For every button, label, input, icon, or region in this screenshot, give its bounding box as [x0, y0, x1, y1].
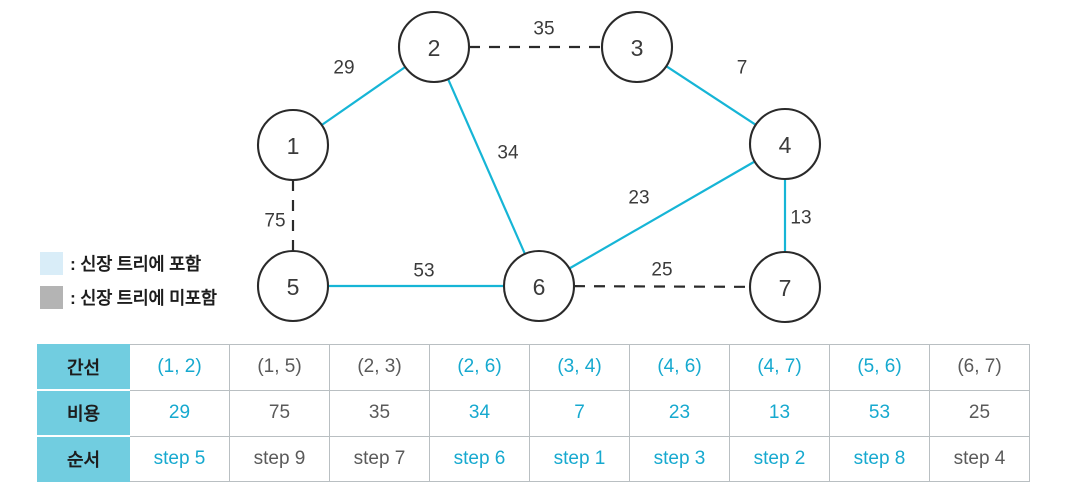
graph-node-label-5: 5 — [287, 274, 300, 300]
cell-edge-4: (2, 6) — [429, 344, 530, 391]
cell-order-8: step 8 — [829, 435, 930, 482]
cell-cost-6: 23 — [629, 389, 730, 437]
edge-weight-6-7: 25 — [651, 260, 672, 281]
cell-cost-3: 35 — [329, 389, 430, 437]
graph-node-label-2: 2 — [428, 35, 441, 61]
cell-cost-9: 25 — [929, 389, 1030, 437]
edge-weight-4-6: 23 — [628, 188, 649, 209]
cell-order-5: step 1 — [529, 435, 630, 482]
cell-edge-6: (4, 6) — [629, 344, 730, 391]
edge-weight-1-5: 75 — [264, 211, 285, 232]
graph-edge-3-4 — [665, 65, 757, 126]
cell-cost-7: 13 — [729, 389, 830, 437]
cell-cost-5: 7 — [529, 389, 630, 437]
edge-weight-2-3: 35 — [533, 19, 554, 40]
graph-node-label-1: 1 — [287, 133, 300, 159]
row-header-order: 순서 — [37, 435, 130, 482]
graph-node-label-3: 3 — [631, 35, 644, 61]
row-header-edge: 간선 — [37, 344, 130, 391]
table-row-edge: 간선 (1, 2)(1, 5)(2, 3)(2, 6)(3, 4)(4, 6)(… — [37, 344, 1030, 391]
edge-weight-5-6: 53 — [413, 261, 434, 282]
cell-edge-2: (1, 5) — [229, 344, 330, 391]
graph-node-3 — [600, 10, 674, 84]
legend-label-excluded: : 신장 트리에 미포함 — [70, 287, 217, 308]
edge-lines-group — [291, 45, 787, 288]
edge-weight-2-6: 34 — [497, 143, 519, 164]
cell-order-4: step 6 — [429, 435, 530, 482]
graph-edge-1-2 — [321, 66, 406, 126]
edge-weight-4-7: 13 — [790, 208, 811, 229]
cell-edge-1: (1, 2) — [129, 344, 230, 391]
legend-item-included: : 신장 트리에 포함 — [40, 246, 217, 280]
cell-order-1: step 5 — [129, 435, 230, 482]
graph-node-5 — [256, 249, 330, 323]
cell-cost-8: 53 — [829, 389, 930, 437]
row-header-cost: 비용 — [37, 389, 130, 437]
legend-swatch-included — [40, 251, 63, 275]
edge-cost-order-table: 간선 (1, 2)(1, 5)(2, 3)(2, 6)(3, 4)(4, 6)(… — [37, 344, 1030, 482]
cell-cost-2: 75 — [229, 389, 330, 437]
graph-node-label-6: 6 — [533, 274, 546, 300]
edge-weight-3-4: 7 — [737, 58, 748, 79]
graph-node-4 — [748, 107, 822, 181]
graph-node-6 — [502, 249, 576, 323]
graph-edge-2-6 — [447, 78, 526, 255]
legend-swatch-excluded — [40, 285, 63, 309]
cell-order-2: step 9 — [229, 435, 330, 482]
edge-weight-1-2: 29 — [333, 58, 354, 79]
graph-node-label-4: 4 — [779, 132, 792, 158]
cell-order-3: step 7 — [329, 435, 430, 482]
graph-node-7 — [748, 250, 822, 324]
cell-cost-1: 29 — [129, 389, 230, 437]
legend-label-included: : 신장 트리에 포함 — [70, 253, 201, 274]
cell-edge-5: (3, 4) — [529, 344, 630, 391]
cell-order-6: step 3 — [629, 435, 730, 482]
cell-edge-9: (6, 7) — [929, 344, 1030, 391]
cell-order-7: step 2 — [729, 435, 830, 482]
graph-edge-4-6 — [568, 160, 756, 270]
graph-node-2 — [397, 10, 471, 84]
cell-edge-3: (2, 3) — [329, 344, 430, 391]
graph-node-label-7: 7 — [779, 275, 792, 301]
cell-cost-4: 34 — [429, 389, 530, 437]
cell-edge-8: (5, 6) — [829, 344, 930, 391]
graph-node-1 — [256, 108, 330, 182]
legend: : 신장 트리에 포함 : 신장 트리에 미포함 — [40, 246, 217, 314]
legend-item-excluded: : 신장 트리에 미포함 — [40, 280, 217, 314]
cell-edge-7: (4, 7) — [729, 344, 830, 391]
graph-edge-6-7 — [573, 285, 751, 288]
cell-order-9: step 4 — [929, 435, 1030, 482]
